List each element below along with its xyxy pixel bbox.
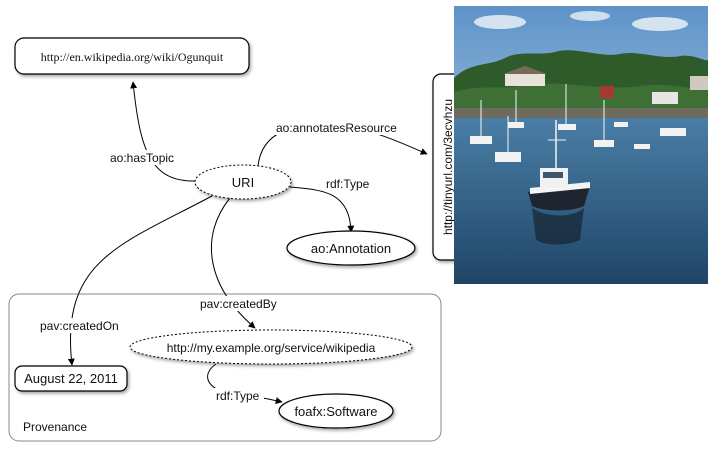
provenance-label: Provenance [23,420,87,434]
node-service: http://my.example.org/service/wikipedia [129,329,413,365]
edge-created-by [210,197,256,329]
edge-has-topic [130,81,197,182]
label-rdf-type-1: rdf:Type [326,177,370,191]
node-annotation-label: ao:Annotation [311,241,391,256]
node-software-label: foafx:Software [294,404,377,419]
node-topic-uri: http://en.wikipedia.org/wiki/Ogunquit [14,37,250,75]
edge-labels: ao:hasTopic ao:annotatesResource rdf:Typ… [38,120,400,403]
node-service-label: http://my.example.org/service/wikipedia [167,341,376,355]
edge-rdf-type-1 [289,186,355,233]
label-created-by: pav:createdBy [200,297,277,311]
label-created-on: pav:createdOn [40,319,119,333]
label-has-topic: ao:hasTopic [110,151,174,165]
harbor-photo-icon [454,6,708,284]
node-annotation-class: ao:Annotation [286,230,416,266]
node-center-uri: URI [194,164,292,200]
node-topic-uri-label: http://en.wikipedia.org/wiki/Ogunquit [41,50,224,64]
node-software: foafx:Software [278,393,394,429]
node-date: August 22, 2011 [14,365,128,392]
label-annotates-resource: ao:annotatesResource [276,121,397,135]
label-rdf-type-2: rdf:Type [216,389,260,403]
node-center-label: URI [232,175,254,190]
node-date-label: August 22, 2011 [24,371,118,386]
node-image-uri-label: http://tinyurl.com/3ecvhzu [441,99,455,235]
